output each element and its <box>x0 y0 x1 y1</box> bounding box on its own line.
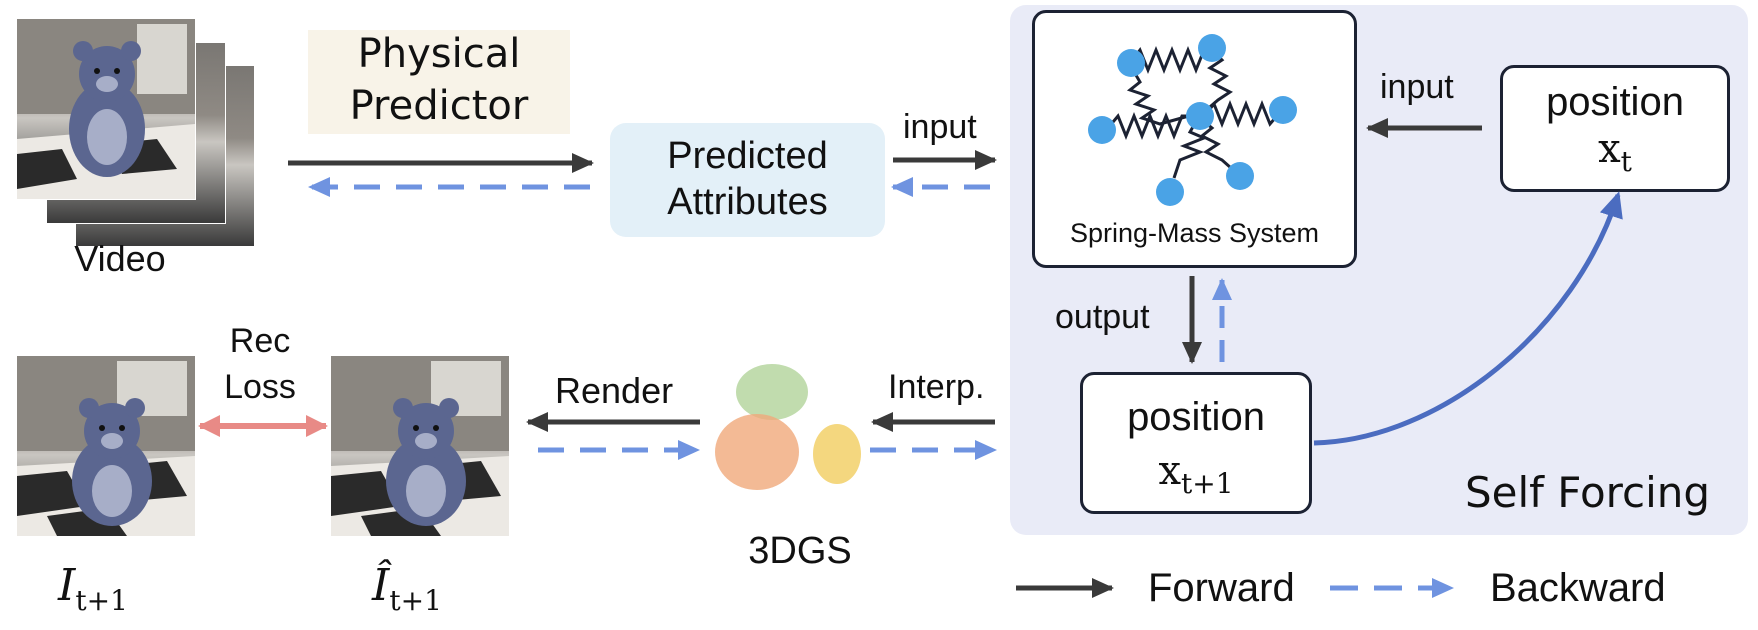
spring-mass-system-box <box>1032 10 1357 268</box>
mass-dot <box>1198 34 1226 62</box>
interp-label: Interp. <box>888 368 985 406</box>
position-xt1-label: position <box>1127 395 1265 439</box>
physical-predictor-label: Physical Predictor <box>308 28 570 132</box>
pred-frame-label: Ît+1 <box>372 560 442 617</box>
mass-dots <box>1088 34 1297 206</box>
position-xt1-symbol: x <box>1158 448 1182 494</box>
gs-label: 3DGS <box>748 530 852 572</box>
input-label-right: input <box>1380 68 1454 106</box>
predicted-attributes-box <box>610 123 885 237</box>
pred-frame-subscript: t+1 <box>389 583 442 617</box>
legend-backward-label: Backward <box>1490 566 1666 610</box>
teddy-bear-image <box>17 19 195 199</box>
video-frame-1 <box>16 18 196 200</box>
position-xt1-subscript: t+1 <box>1181 467 1234 500</box>
position-xt-label: position <box>1546 80 1684 124</box>
predictor-label-line2: Predictor <box>349 83 529 129</box>
self-forcing-curve-arrow <box>1313 191 1623 446</box>
rec-loss-line1: Rec <box>229 322 291 360</box>
position-xt1-var: xt+1 <box>1080 448 1312 500</box>
predicted-line1: Predicted <box>667 135 828 177</box>
mass-dot <box>1186 102 1214 130</box>
gs-blob-green <box>736 364 808 420</box>
predicted-line2: Attributes <box>667 181 828 223</box>
output-label: output <box>1055 298 1150 336</box>
spring-1 <box>1129 45 1213 75</box>
position-xt-box <box>1500 65 1730 192</box>
pred-frame-image <box>331 356 509 536</box>
predictor-label-line1: Physical <box>357 31 521 77</box>
position-xt1-box <box>1080 372 1312 514</box>
pred-frame-symbol: Î <box>372 560 390 611</box>
gt-frame-symbol: I <box>58 560 76 611</box>
gt-frame-image <box>17 356 195 536</box>
input-label-top: input <box>903 108 977 146</box>
gs-blob-yellow <box>813 424 861 484</box>
spring-7 <box>1172 117 1208 179</box>
spring-mass-label: Spring-Mass System <box>1069 218 1320 248</box>
spring-6 <box>1199 116 1241 178</box>
spring-4 <box>1106 111 1200 141</box>
rec-loss-line2: Loss <box>224 368 296 406</box>
position-xt-subscript: t <box>1620 145 1632 178</box>
mass-dot <box>1088 116 1116 144</box>
spring-3 <box>1203 48 1233 114</box>
mass-dot <box>1226 162 1254 190</box>
position-xt-var: xt <box>1500 126 1730 178</box>
self-forcing-label: Self Forcing <box>1465 468 1711 517</box>
mass-dot <box>1269 96 1297 124</box>
pred-frame <box>330 355 510 537</box>
physical-predictor-block <box>308 30 570 134</box>
spring-network <box>1106 45 1284 179</box>
predicted-attributes-label: Predicted Attributes <box>610 133 885 225</box>
spring-5 <box>1202 99 1284 129</box>
render-label: Render <box>555 370 674 411</box>
video-label: Video <box>74 238 166 279</box>
gt-frame-label: It+1 <box>58 560 128 617</box>
rec-loss-label: Rec Loss <box>200 318 320 410</box>
mass-dot <box>1156 178 1184 206</box>
gt-frame <box>16 355 196 537</box>
legend-forward-label: Forward <box>1148 566 1295 610</box>
gs-blob-orange <box>715 414 799 490</box>
position-xt-symbol: x <box>1598 126 1621 172</box>
gt-frame-subscript: t+1 <box>75 583 128 617</box>
mass-dot <box>1117 49 1145 77</box>
